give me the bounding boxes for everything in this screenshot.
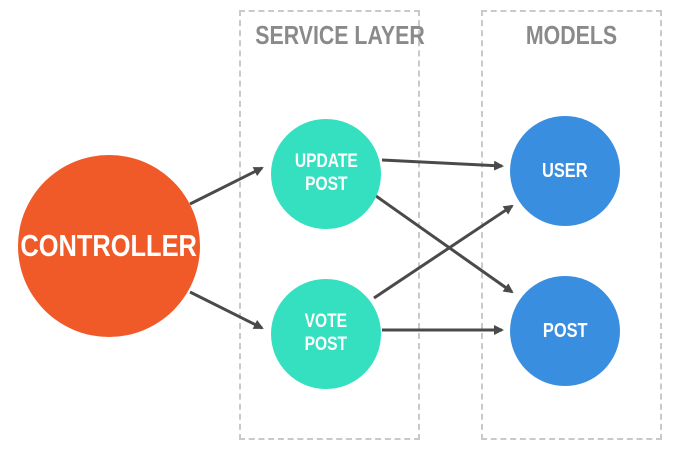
edge-controller-to-vote-post — [189, 290, 264, 330]
vote-post-label-line2: POST — [304, 334, 348, 355]
user-model-label: USER — [542, 160, 588, 182]
update-post-node: UPDATE POST — [271, 119, 381, 229]
vote-post-label-line1: VOTE — [304, 311, 348, 333]
controller-node: CONTROLLER — [18, 155, 200, 337]
edge-update-post-to-post — [375, 194, 514, 294]
update-post-label-line2: POST — [304, 174, 348, 195]
post-model-label: POST — [542, 320, 588, 342]
service-layer-title: SERVICE LAYER — [255, 20, 425, 50]
edge-vote-post-to-user — [373, 204, 514, 300]
vote-post-label: VOTE POST — [305, 311, 347, 357]
user-model-node: USER — [510, 116, 620, 226]
vote-post-node: VOTE POST — [271, 279, 381, 389]
update-post-label-line1: UPDATE — [294, 151, 358, 173]
controller-label: CONTROLLER — [20, 228, 198, 264]
models-title: MODELS — [525, 20, 618, 50]
edge-controller-to-update-post — [189, 166, 264, 206]
post-model-node: POST — [510, 276, 620, 386]
update-post-label: UPDATE POST — [295, 151, 358, 197]
edge-update-post-to-user — [381, 158, 504, 171]
